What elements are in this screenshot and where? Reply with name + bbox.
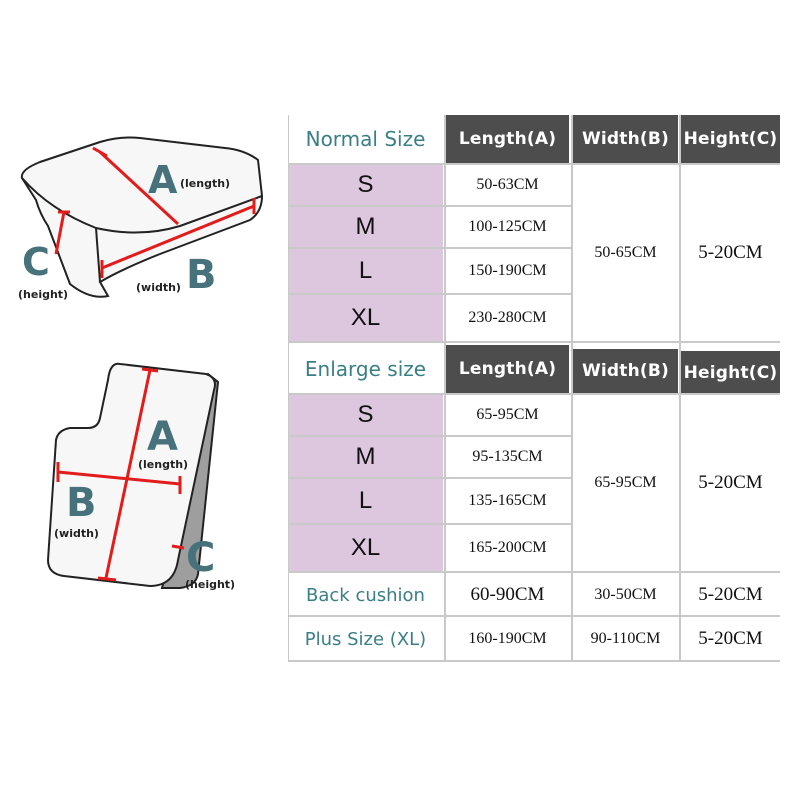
- top-letter-b: B: [186, 252, 217, 298]
- grid-line: [288, 247, 571, 249]
- enlarge-length-xl: 165-200CM: [468, 539, 547, 556]
- top-label-height: (height): [18, 288, 69, 301]
- top-label-width: (width): [136, 281, 181, 294]
- back-cushion-label: Back cushion: [306, 584, 425, 606]
- normal-header-height: Height(C): [681, 115, 780, 163]
- enlarge-header-length: Length(A): [446, 345, 569, 393]
- normal-length-m: 100-125CM: [468, 218, 547, 235]
- top-letter-c: C: [22, 240, 50, 284]
- grid-line: [288, 115, 289, 662]
- plus-size-label: Plus Size (XL): [304, 628, 427, 650]
- top-label-length: (length): [180, 177, 231, 190]
- grid-line: [288, 163, 780, 165]
- enlarge-width-value: 65-95CM: [594, 474, 657, 491]
- normal-size-s: S: [288, 165, 443, 205]
- bottom-letter-b: B: [66, 480, 97, 526]
- enlarge-size-s: S: [288, 395, 443, 435]
- normal-header-width: Width(B): [573, 115, 678, 163]
- bottom-letter-c: C: [186, 535, 216, 581]
- bottom-label-length: (length): [138, 458, 189, 471]
- normal-size-title: Normal Size: [305, 127, 426, 151]
- plus-size-height: 5-20CM: [698, 628, 763, 649]
- grid-line: [288, 477, 571, 479]
- enlarge-size-m: M: [288, 437, 443, 477]
- enlarge-header-height: Height(C): [681, 351, 780, 395]
- chaise-cushion-drawing: [46, 362, 220, 589]
- grid-line: [679, 115, 681, 662]
- plus-size-width: 90-110CM: [590, 630, 661, 647]
- enlarge-header-width: Width(B): [573, 349, 678, 393]
- normal-header-length: Length(A): [446, 115, 569, 163]
- grid-line: [288, 571, 780, 573]
- bottom-label-width: (width): [54, 527, 99, 540]
- grid-line: [571, 115, 573, 662]
- enlarge-size-xl: XL: [288, 525, 443, 571]
- normal-length-l: 150-190CM: [468, 262, 547, 279]
- grid-line: [288, 393, 780, 395]
- grid-line: [288, 435, 571, 437]
- normal-size-l: L: [288, 249, 443, 293]
- enlarge-length-s: 65-95CM: [476, 406, 539, 423]
- enlarge-size-l: L: [288, 479, 443, 523]
- grid-line: [288, 205, 571, 207]
- normal-height-value: 5-20CM: [698, 242, 763, 263]
- grid-line: [288, 660, 780, 662]
- enlarge-height-value: 5-20CM: [698, 472, 763, 493]
- enlarge-length-m: 95-135CM: [472, 448, 543, 465]
- normal-length-s: 50-63CM: [476, 176, 539, 193]
- grid-line: [288, 293, 571, 295]
- size-table: Normal Size Length(A) Width(B) Height(C)…: [288, 115, 780, 662]
- seat-cushion-drawing: [20, 136, 264, 298]
- grid-line: [288, 615, 780, 617]
- enlarge-size-title: Enlarge size: [304, 357, 427, 381]
- top-letter-a: A: [148, 158, 178, 202]
- bottom-label-height: (height): [185, 578, 236, 591]
- normal-length-xl: 230-280CM: [468, 309, 547, 326]
- grid-line: [288, 523, 571, 525]
- normal-size-xl: XL: [288, 295, 443, 341]
- normal-width-value: 50-65CM: [594, 244, 657, 261]
- grid-line: [288, 341, 780, 343]
- back-cushion-width: 30-50CM: [594, 586, 657, 603]
- back-cushion-height: 5-20CM: [698, 584, 763, 605]
- plus-size-length: 160-190CM: [468, 630, 547, 647]
- bottom-letter-a: A: [147, 414, 178, 460]
- enlarge-length-l: 135-165CM: [468, 492, 547, 509]
- back-cushion-length: 60-90CM: [470, 584, 545, 605]
- grid-line: [444, 115, 446, 662]
- normal-size-m: M: [288, 207, 443, 247]
